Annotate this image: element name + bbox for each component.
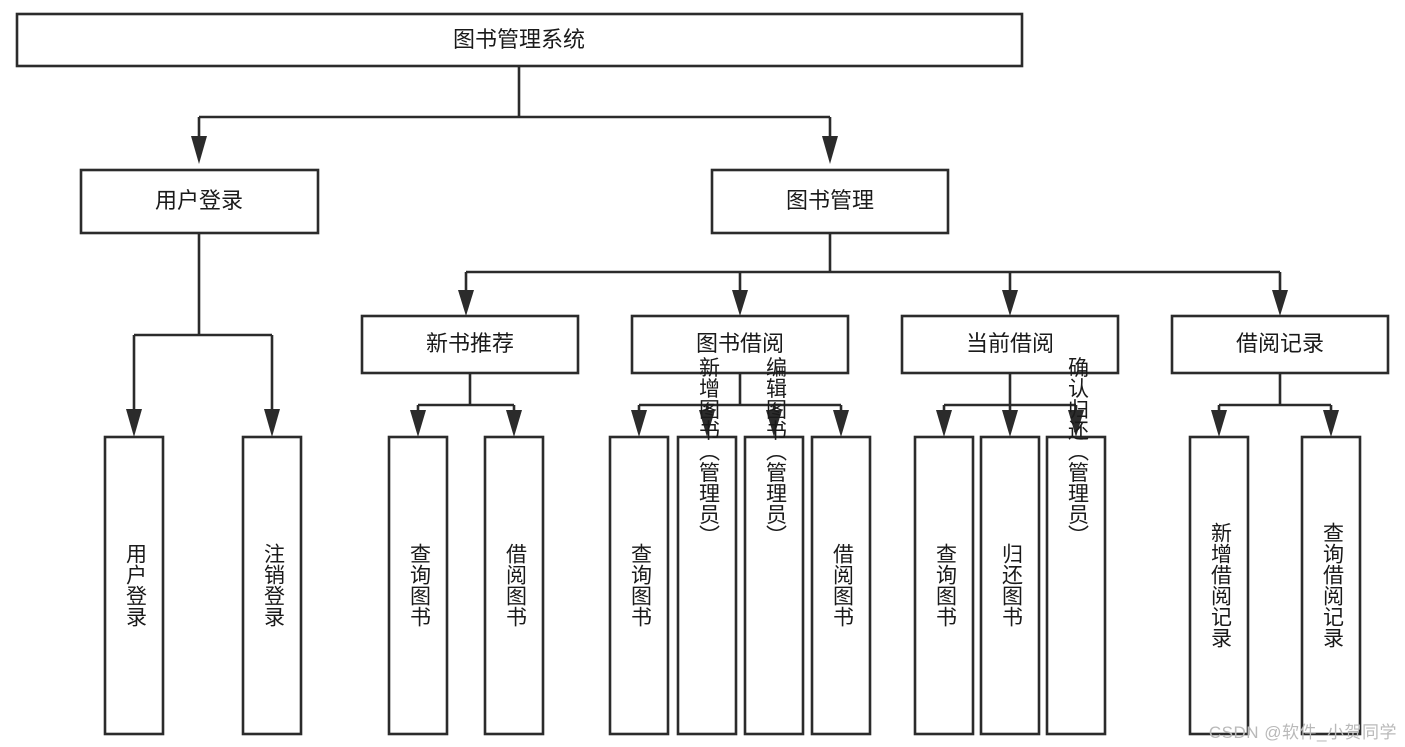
arrow-book-borrow-leaf-3: [766, 410, 782, 437]
node-leaf-query-book-2[interactable]: 查询图书: [608, 435, 670, 736]
node-leaf-borrow-book-1[interactable]: 借阅图书: [483, 435, 545, 736]
node-leaf-query-book-1-label: 查询图书: [407, 543, 431, 627]
node-leaf-query-book-3-label: 查询图书: [933, 543, 957, 627]
node-leaf-query-record[interactable]: 查询借阅记录: [1300, 435, 1362, 736]
node-leaf-borrow-book-1-box[interactable]: [483, 435, 545, 736]
node-leaf-add-book-label: 新增图书（管理员）: [696, 357, 720, 546]
node-leaf-query-record-box[interactable]: [1300, 435, 1362, 736]
node-leaf-query-book-1-box[interactable]: [387, 435, 449, 736]
node-new-book-rec-label: 新书推荐: [426, 331, 514, 356]
arrow-to-current-borrow: [1002, 290, 1018, 316]
node-leaf-user-login[interactable]: 用户登录: [103, 435, 165, 736]
node-book-borrow[interactable]: 图书借阅: [630, 314, 850, 375]
arrow-book-borrow-leaf-2: [699, 410, 715, 437]
node-root-label: 图书管理系统: [453, 27, 585, 52]
node-leaf-query-book-3-box[interactable]: [913, 435, 975, 736]
arrow-user-login-leaf-1: [126, 409, 142, 437]
arrow-to-new-book-rec: [458, 290, 474, 316]
node-leaf-logout-label: 注销登录: [261, 543, 285, 627]
arrow-root-to-user-login: [191, 136, 207, 164]
node-leaf-query-book-2-box[interactable]: [608, 435, 670, 736]
node-new-book-rec[interactable]: 新书推荐: [360, 314, 580, 375]
arrow-borrow-record-leaf-2: [1323, 410, 1339, 437]
node-borrow-record[interactable]: 借阅记录: [1170, 314, 1390, 375]
arrow-to-borrow-record: [1272, 290, 1288, 316]
node-leaf-borrow-book-2[interactable]: 借阅图书: [810, 435, 872, 736]
node-leaf-query-book-2-label: 查询图书: [628, 543, 652, 627]
arrow-book-borrow-leaf-1: [631, 410, 647, 437]
connector-layer: [126, 66, 1339, 437]
node-book-manage-label: 图书管理: [786, 188, 874, 213]
arrow-new-book-rec-leaf-2: [506, 410, 522, 437]
node-current-borrow-box[interactable]: [900, 314, 1120, 375]
node-leaf-return-book[interactable]: 归还图书: [979, 435, 1041, 736]
arrow-root-to-book-manage: [822, 136, 838, 164]
node-user-login-box[interactable]: [79, 168, 320, 235]
node-current-borrow-label: 当前借阅: [966, 331, 1054, 356]
node-leaf-confirm-return-label: 确认归还（管理员）: [1065, 357, 1089, 546]
node-leaf-return-book-label: 归还图书: [999, 543, 1023, 627]
node-leaf-add-record[interactable]: 新增借阅记录: [1188, 435, 1250, 736]
arrow-current-borrow-leaf-3: [1068, 410, 1084, 437]
arrow-user-login-leaf-2: [264, 409, 280, 437]
node-current-borrow[interactable]: 当前借阅: [900, 314, 1120, 375]
node-leaf-query-book-3[interactable]: 查询图书: [913, 435, 975, 736]
node-leaf-return-book-box[interactable]: [979, 435, 1041, 736]
node-leaf-borrow-book-1-label: 借阅图书: [503, 543, 527, 627]
node-book-borrow-box[interactable]: [630, 314, 850, 375]
arrow-to-book-borrow: [732, 290, 748, 316]
node-borrow-record-label: 借阅记录: [1236, 331, 1324, 356]
node-book-manage-box[interactable]: [710, 168, 950, 235]
node-leaf-confirm-return-box[interactable]: [1045, 435, 1107, 736]
node-new-book-rec-box[interactable]: [360, 314, 580, 375]
node-leaf-borrow-book-2-box[interactable]: [810, 435, 872, 736]
node-leaf-logout[interactable]: 注销登录: [241, 435, 303, 736]
node-leaf-add-book-box[interactable]: [676, 435, 738, 736]
node-leaf-edit-book[interactable]: 编辑图书（管理员）: [743, 357, 805, 736]
arrow-borrow-record-leaf-1: [1211, 410, 1227, 437]
arrow-current-borrow-leaf-1: [936, 410, 952, 437]
arrow-book-borrow-leaf-4: [833, 410, 849, 437]
node-root[interactable]: 图书管理系统: [15, 12, 1024, 68]
node-leaf-add-record-label: 新增借阅记录: [1208, 522, 1232, 648]
node-book-borrow-label: 图书借阅: [696, 331, 784, 356]
node-leaf-logout-box[interactable]: [241, 435, 303, 736]
node-leaf-query-record-label: 查询借阅记录: [1320, 522, 1344, 648]
node-root-box[interactable]: [15, 12, 1024, 68]
node-user-login[interactable]: 用户登录: [79, 168, 320, 235]
node-leaf-user-login-box[interactable]: [103, 435, 165, 736]
node-leaf-confirm-return[interactable]: 确认归还（管理员）: [1045, 357, 1107, 736]
node-leaf-user-login-label: 用户登录: [123, 543, 147, 627]
node-leaf-borrow-book-2-label: 借阅图书: [830, 543, 854, 627]
node-borrow-record-box[interactable]: [1170, 314, 1390, 375]
node-book-manage[interactable]: 图书管理: [710, 168, 950, 235]
node-leaf-add-book[interactable]: 新增图书（管理员）: [676, 357, 738, 736]
arrow-current-borrow-leaf-2: [1002, 410, 1018, 437]
arrow-new-book-rec-leaf-1: [410, 410, 426, 437]
node-leaf-edit-book-label: 编辑图书（管理员）: [763, 357, 787, 546]
node-leaf-edit-book-box[interactable]: [743, 435, 805, 736]
node-user-login-label: 用户登录: [155, 188, 243, 213]
node-leaf-add-record-box[interactable]: [1188, 435, 1250, 736]
node-leaf-query-book-1[interactable]: 查询图书: [387, 435, 449, 736]
